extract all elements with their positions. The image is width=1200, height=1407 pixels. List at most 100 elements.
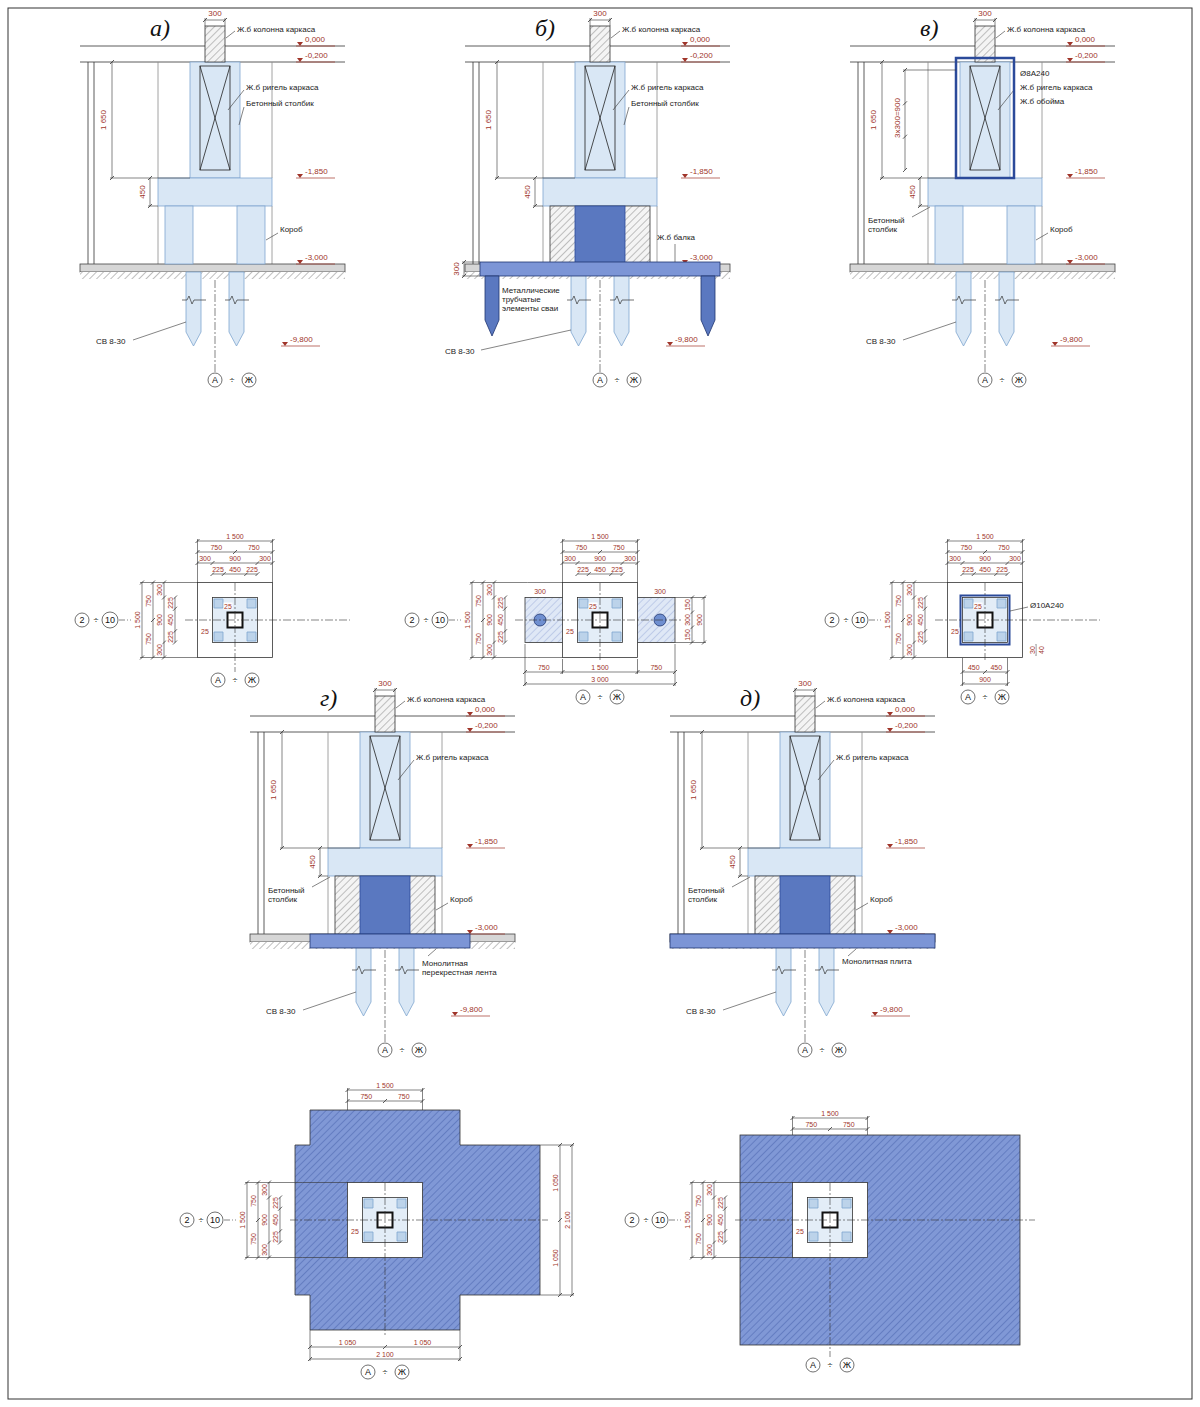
dimension: 225 — [577, 566, 590, 573]
dimension: 300 — [798, 680, 811, 688]
axis-line — [935, 583, 1100, 660]
dimension: 750 — [145, 595, 152, 608]
dimension: 1 500 — [884, 611, 891, 630]
dimension: 750 — [997, 544, 1010, 551]
dimension: 25 — [589, 603, 598, 610]
axis-mark: Ж — [415, 1046, 423, 1055]
dimension: 25 — [566, 628, 575, 635]
axis-mark: Ж — [248, 676, 256, 685]
dimension: 30 — [1029, 646, 1036, 655]
section-base — [80, 18, 345, 387]
axis-mark: ÷ — [1000, 376, 1005, 385]
bottom-axis — [361, 1365, 409, 1379]
part-label: СВ 8-30 — [96, 338, 125, 346]
plan-c — [825, 539, 1100, 704]
dimension: 150 — [684, 599, 691, 612]
dimension: 300 — [978, 10, 991, 18]
dimension: 225 — [962, 566, 975, 573]
dimension: 1 650 — [870, 110, 878, 130]
top-dimensions — [561, 539, 640, 583]
leader-line — [1010, 607, 1028, 611]
axis-mark: ÷ — [598, 693, 603, 702]
dimension: 750 — [537, 664, 550, 671]
dimension: 300 — [261, 1184, 268, 1197]
left-dimensions — [405, 581, 528, 660]
dimension: 150 — [684, 629, 691, 642]
dimension: 225 — [611, 566, 624, 573]
elevation-mark: -9,800 — [290, 336, 313, 344]
dimension: 900 — [486, 614, 493, 627]
part-label: Ж.б балка — [657, 234, 695, 242]
dimension: 900 — [229, 555, 242, 562]
dimension: 300 — [1009, 555, 1022, 562]
plan-d — [180, 1088, 574, 1379]
plan-b — [405, 539, 706, 704]
dimension: 225 — [212, 566, 225, 573]
axis-line — [735, 1183, 1035, 1357]
dimension: 450 — [139, 185, 147, 198]
leader-line — [723, 877, 868, 1010]
dimension: 300 — [624, 555, 637, 562]
part-label: Ж.б ригель каркаса — [1020, 84, 1092, 92]
axis-mark: А — [802, 1046, 808, 1055]
dimension: 225 — [917, 597, 924, 610]
dimension: 225 — [996, 566, 1009, 573]
mono-slab-plan — [740, 1135, 1020, 1345]
part-label: Монолитная перекрестная лента — [422, 959, 514, 977]
dimension-line — [903, 70, 956, 170]
section-base — [465, 18, 730, 387]
dimension: 1 050 — [552, 1248, 559, 1267]
part-label: Ж.б ригель каркаса — [836, 754, 908, 762]
axis-mark: А — [382, 1046, 388, 1055]
dimension: 40 — [1038, 646, 1045, 655]
part-label: Ж.б колонна каркаса — [237, 26, 315, 34]
cross-strip — [310, 934, 470, 948]
elevation-mark: -3,000 — [475, 924, 498, 932]
axis-mark: ÷ — [383, 1368, 388, 1377]
dimension-tick — [903, 68, 907, 172]
dimension: 25 — [224, 603, 233, 610]
dimension: 1 050 — [338, 1339, 357, 1346]
dimension-line — [525, 583, 706, 687]
dimension: 450 — [594, 566, 607, 573]
axis-mark: ÷ — [615, 376, 620, 385]
elevation-mark: -1,850 — [305, 168, 328, 176]
dimension: 300 — [156, 644, 163, 657]
part-label: Ж.б колонна каркаса — [622, 26, 700, 34]
bottom-axis — [806, 1358, 854, 1372]
dimension: 750 — [695, 1232, 702, 1245]
dimension: 750 — [247, 544, 260, 551]
top-dimensions — [791, 1116, 870, 1131]
axis-mark: 10 — [105, 616, 115, 625]
dimension: 1 500 — [239, 1211, 246, 1230]
dimension: 750 — [695, 1195, 702, 1208]
panel-letter: б) — [535, 16, 555, 40]
plan-e — [625, 1116, 1035, 1372]
bottom-axis — [961, 690, 1009, 704]
dimension: 225 — [717, 1231, 724, 1244]
dimension-tick — [523, 596, 706, 687]
dimension: 25 — [201, 628, 210, 635]
leader-line — [903, 207, 1048, 340]
hatched-walls — [755, 876, 855, 934]
axis-mark: 10 — [210, 1216, 220, 1225]
left-dimensions — [825, 581, 948, 660]
axis-mark: 2 — [409, 616, 414, 625]
section-d — [250, 688, 515, 1057]
dimension: 450 — [309, 855, 317, 868]
dimension: 750 — [650, 664, 663, 671]
elevation-mark: -3,000 — [690, 254, 713, 262]
axis-line — [290, 1183, 548, 1336]
elevation-mark: -9,800 — [1060, 336, 1083, 344]
dimension: 25 — [951, 628, 960, 635]
dimension: 1 050 — [552, 1173, 559, 1192]
dimension: 1 500 — [226, 533, 245, 540]
dimension: 750 — [805, 1121, 818, 1128]
axis-mark: А — [215, 676, 221, 685]
section-e — [670, 688, 935, 1057]
axis-mark: Ж — [630, 376, 638, 385]
dimension: 750 — [842, 1121, 855, 1128]
elevation-mark: -0,200 — [305, 52, 328, 60]
